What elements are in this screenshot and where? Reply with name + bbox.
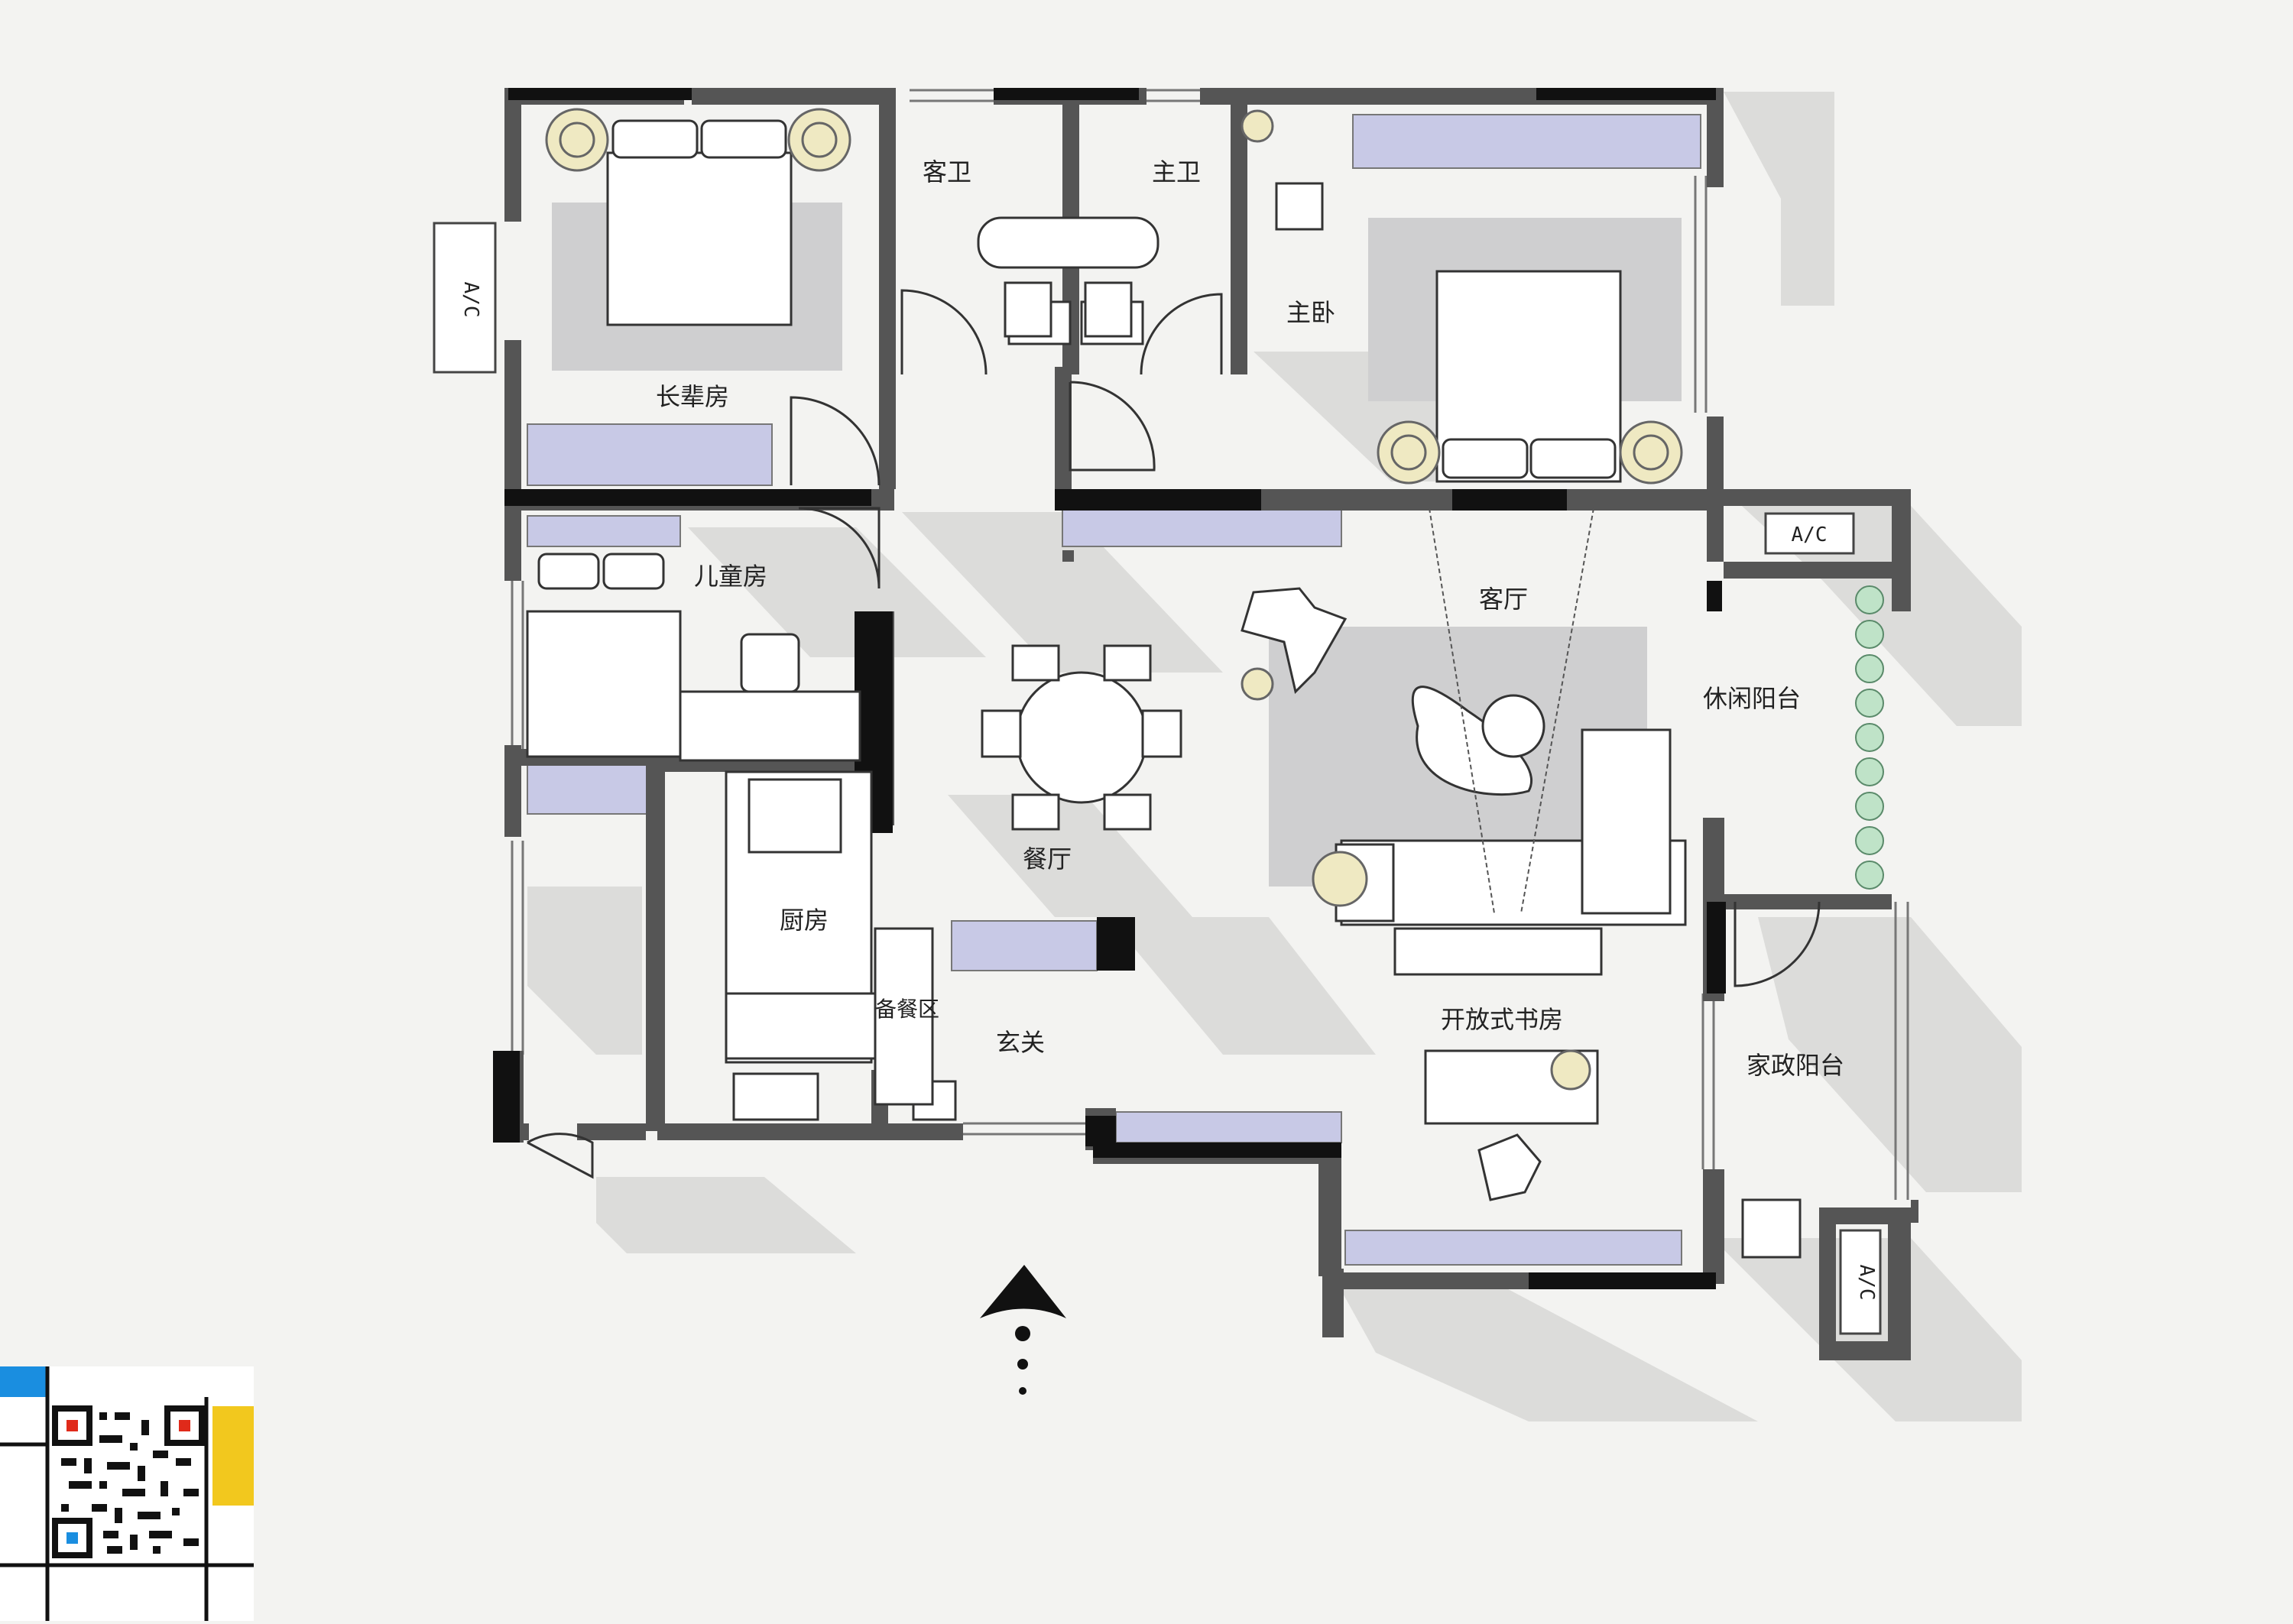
label-leisure-balcony: 休闲阳台 (1703, 684, 1801, 713)
label-prep-area: 备餐区 (875, 997, 939, 1022)
label-master-bedroom: 主卧 (1286, 298, 1335, 327)
label-living-room: 客厅 (1479, 585, 1528, 614)
kids-bed (526, 610, 682, 758)
walls (493, 88, 1918, 1360)
label-kitchen: 厨房 (780, 906, 829, 935)
window-lines (511, 89, 1909, 1200)
ac-label-right-bottom: A/C (1855, 1265, 1878, 1301)
doors (527, 289, 1821, 1179)
qr-code-panel (0, 1366, 254, 1621)
room-labels: 长辈房 客卫 主卫 主卧 儿童房 客厅 休闲阳台 餐厅 厨房 备餐区 玄关 开放… (656, 157, 1844, 1080)
ac-unit-right-top (1764, 512, 1855, 555)
ac-unit-left (433, 222, 497, 374)
furniture (526, 119, 1802, 1259)
entrance-arrow (980, 1265, 1066, 1395)
qr-code (0, 1366, 254, 1621)
label-entrance: 玄关 (996, 1028, 1045, 1057)
dining-table-ring (1015, 671, 1148, 804)
dining-chairs (981, 644, 1182, 831)
label-kids-room: 儿童房 (694, 562, 767, 591)
cabinets (527, 114, 1701, 1266)
planters (1855, 585, 1884, 890)
label-open-study: 开放式书房 (1441, 1005, 1563, 1034)
kids-desk (679, 690, 861, 762)
label-elder-room: 长辈房 (656, 382, 729, 411)
ac-label-left: A/C (459, 282, 482, 318)
label-master-bath: 主卫 (1152, 157, 1201, 186)
ac-label-right-top: A/C (1792, 524, 1828, 546)
walls-dark (493, 88, 1726, 1289)
label-dining-room: 餐厅 (1023, 844, 1072, 874)
ac-unit-right-bottom (1839, 1229, 1882, 1335)
elder-bed (606, 151, 793, 326)
label-service-balcony: 家政阳台 (1747, 1051, 1844, 1080)
label-guest-bath: 客卫 (923, 157, 971, 186)
lamps (545, 108, 1683, 1091)
ac-units: A/C A/C A/C (433, 222, 1882, 1335)
